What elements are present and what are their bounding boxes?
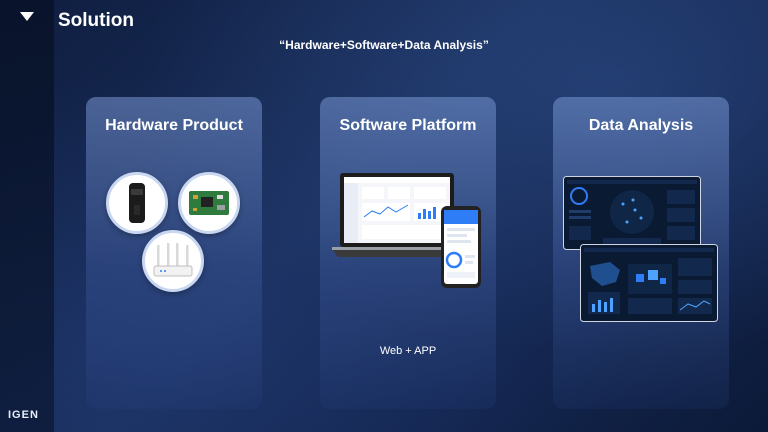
card-software-platform: Software Platform — [320, 97, 496, 409]
brand-logo: IGEN — [8, 409, 39, 421]
card-title: Hardware Product — [105, 117, 243, 134]
dashboard-screen-2-image — [580, 244, 718, 322]
triangle-down-icon[interactable] — [20, 12, 34, 21]
mobile-app-image — [440, 205, 482, 289]
dashboard-screen-1-image — [563, 176, 701, 250]
card-data-analysis: Data Analysis — [553, 97, 729, 409]
data-logger-stick-image — [106, 172, 168, 234]
card-caption: Web + APP — [379, 345, 437, 357]
page-title: Solution — [58, 10, 134, 31]
wifi-router-image — [142, 230, 204, 292]
sidebar: IGEN — [0, 0, 54, 432]
card-title: Data Analysis — [588, 117, 694, 134]
circuit-board-image — [178, 172, 240, 234]
laptop-dashboard-image — [332, 171, 462, 263]
card-title: Software Platform — [339, 117, 477, 134]
page-subtitle: “Hardware+Software+Data Analysis” — [279, 38, 489, 52]
card-hardware-product: Hardware Product — [86, 97, 262, 409]
